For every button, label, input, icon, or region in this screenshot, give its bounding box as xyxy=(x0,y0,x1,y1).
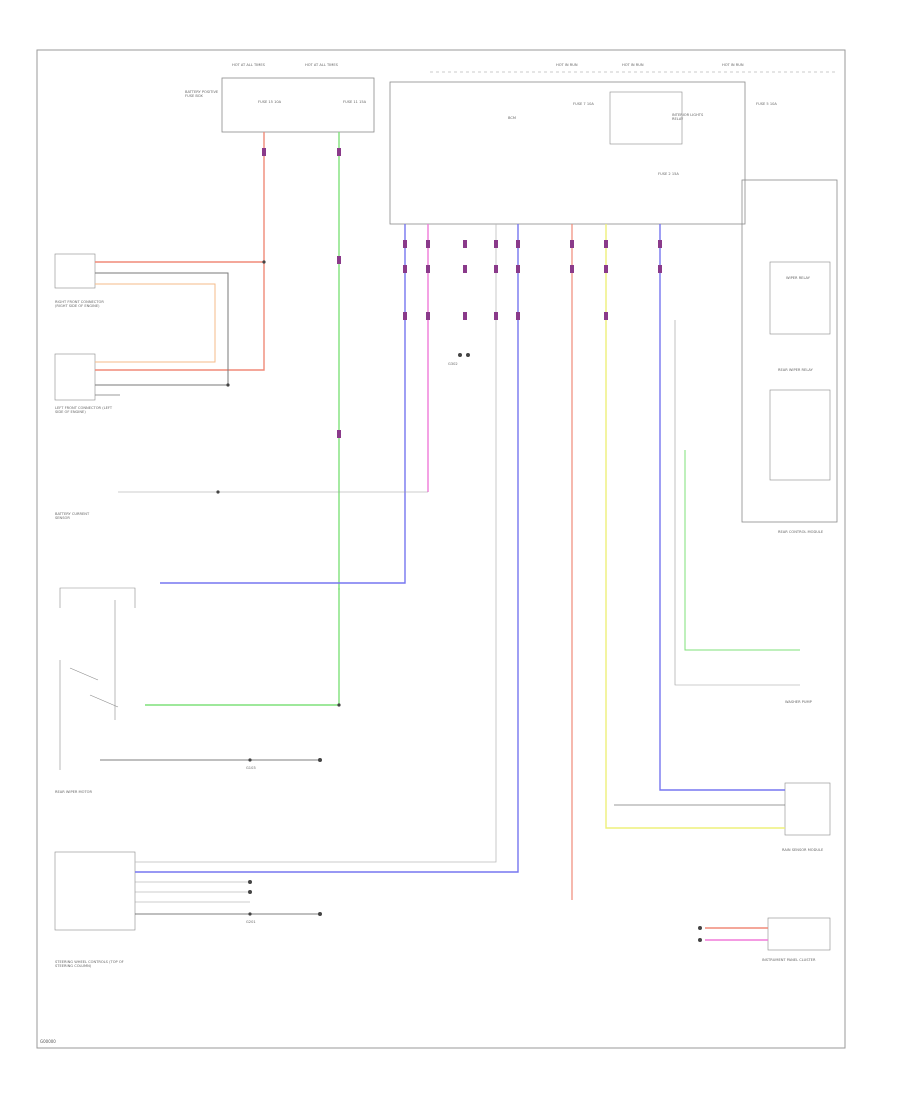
relay-box-label: REAR CONTROL MODULE xyxy=(778,530,824,534)
rear-wiper-label: REAR WIPER MOTOR xyxy=(55,790,93,794)
rear-wiper-frame xyxy=(59,587,136,608)
diagram-frame xyxy=(36,49,846,1049)
splice-dots xyxy=(216,260,702,942)
relay-label: INTERIOR LIGHTS RELAY xyxy=(672,113,704,122)
washer-pump-label: WASHER PUMP xyxy=(785,700,812,704)
wiper-relay-box xyxy=(769,261,831,335)
interior-relay xyxy=(609,91,683,145)
wire-grey-1 xyxy=(95,272,229,386)
main-header-1: HOT IN RUN xyxy=(556,63,578,67)
instrument-label: INSTRUMENT PANEL CLUSTER xyxy=(762,958,816,962)
main-header-2: HOT IN RUN xyxy=(622,63,644,67)
main-fuse-box xyxy=(389,81,746,225)
fuse-a-label: FUSE 15 10A xyxy=(258,100,282,104)
battery-fuse-label: BATTERY POSITIVE FUSE BOX xyxy=(185,90,219,99)
main-header-3: HOT IN RUN xyxy=(722,63,744,67)
rear-wiper-switch-a xyxy=(69,667,99,681)
rear-wiper-relay-box xyxy=(769,389,831,481)
wire-blue-1 xyxy=(160,224,406,584)
rain-sensor-label: RAIN SENSOR MODULE xyxy=(782,848,824,852)
wire-green-1 xyxy=(145,132,340,706)
wire-yellow-1 xyxy=(605,224,785,829)
lf-connector-label: LEFT FRONT CONNECTOR (LEFT SIDE OF ENGIN… xyxy=(55,406,113,415)
steering-box xyxy=(54,851,136,931)
ground-g2: G201 xyxy=(246,920,256,924)
fuse-b-label: FUSE 11 15A xyxy=(343,100,367,104)
wire-grey-3 xyxy=(135,224,497,863)
rf-connector-label: RIGHT FRONT CONNECTOR (RIGHT SIDE OF ENG… xyxy=(55,300,104,309)
ground-g1: G103 xyxy=(246,766,256,770)
rear-wiper-switch-b xyxy=(89,694,119,708)
rain-sensor-box xyxy=(784,782,831,836)
ground-g3: G302 xyxy=(448,362,458,366)
top-fuse-box xyxy=(221,77,375,133)
wiper-relay-label: WIPER RELAY xyxy=(786,276,810,280)
battery-sensor-label: BATTERY CURRENT SENSOR xyxy=(55,512,90,521)
wire-grey-pump xyxy=(674,320,800,686)
page-code: G00000 xyxy=(40,1039,56,1044)
wire-red-2 xyxy=(95,262,265,371)
wire-orange-1 xyxy=(95,283,216,363)
rear-wiper-relay-label: REAR WIPER RELAY xyxy=(778,368,813,372)
wire-red-1 xyxy=(95,132,265,263)
instrument-box xyxy=(767,917,831,951)
bcm-title: BCM xyxy=(508,116,517,120)
wire-blue-3 xyxy=(659,224,785,791)
fuse-d-label: FUSE 2 15A xyxy=(658,172,679,176)
top-fuse-header-left: HOT AT ALL TIMES xyxy=(232,63,265,67)
wire-green-3 xyxy=(684,450,800,651)
connector-marks xyxy=(262,148,662,438)
fuse-c-label: FUSE 7 10A xyxy=(573,102,594,106)
rear-control-box xyxy=(741,179,838,523)
wire-blue-2 xyxy=(135,224,519,873)
top-fuse-header-right: HOT AT ALL TIMES xyxy=(305,63,338,67)
fuse-e-label: FUSE 5 10A xyxy=(756,102,777,106)
lf-connector-box xyxy=(54,353,96,401)
steering-label: STEERING WHEEL CONTROLS (TOP OF STEERING… xyxy=(55,960,124,969)
rf-connector-box xyxy=(54,253,96,289)
